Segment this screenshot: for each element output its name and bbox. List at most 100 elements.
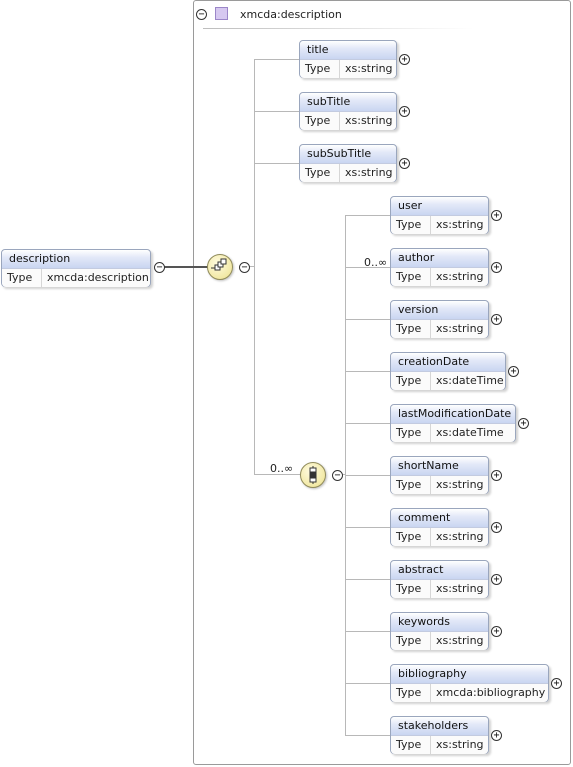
element-name: user (391, 197, 488, 216)
branch-creationdate (345, 371, 391, 372)
type-label: Type (391, 372, 431, 390)
expand-stakeholders-toggle[interactable]: + (491, 730, 502, 741)
branch-stakeholders (345, 735, 391, 736)
type-label: Type (391, 320, 431, 338)
branch-keywords (345, 631, 391, 632)
type-label: Type (391, 632, 431, 650)
root-element-description[interactable]: description Type xmcda:description (1, 249, 151, 287)
collapse-complex-type-toggle[interactable]: − (196, 9, 207, 20)
branch-bibliography (345, 683, 391, 684)
element-name: title (300, 41, 396, 60)
branch-user (345, 215, 391, 216)
sequence-compositor-icon[interactable] (207, 254, 233, 280)
element-name: shortName (391, 457, 488, 476)
expand-subsubtitle-toggle[interactable]: + (399, 158, 410, 169)
type-label: Type (391, 736, 431, 754)
root-connector (163, 266, 208, 268)
expand-version-toggle[interactable]: + (491, 314, 502, 325)
element-name: description (2, 250, 150, 269)
expand-author-toggle[interactable]: + (491, 262, 502, 273)
branch-subsubtitle (254, 163, 300, 164)
type-value: xs:string (436, 322, 484, 335)
sequence-trunk (254, 59, 255, 474)
element-name: abstract (391, 561, 488, 580)
element-name: creationDate (391, 353, 505, 372)
branch-subtitle (254, 111, 300, 112)
branch-shortname (345, 475, 391, 476)
expand-user-toggle[interactable]: + (491, 210, 502, 221)
branch-author (345, 267, 391, 268)
type-label: Type (391, 528, 431, 546)
branch-version (345, 319, 391, 320)
expand-subtitle-toggle[interactable]: + (399, 106, 410, 117)
element-name: keywords (391, 613, 488, 632)
expand-title-toggle[interactable]: + (399, 54, 410, 65)
type-label: Type (391, 580, 431, 598)
expand-comment-toggle[interactable]: + (491, 522, 502, 533)
type-label: Type (391, 684, 431, 702)
choice-stem (342, 474, 346, 475)
frame-divider (203, 28, 473, 29)
expand-keywords-toggle[interactable]: + (491, 626, 502, 637)
element-name: bibliography (391, 665, 548, 684)
type-value: xs:string (436, 530, 484, 543)
element-name: subSubTitle (300, 145, 396, 164)
element-name: author (391, 249, 488, 268)
type-value: xs:string (436, 582, 484, 595)
complex-type-title: xmcda:description (240, 8, 342, 21)
type-value: xs:string (436, 478, 484, 491)
type-label: Type (300, 164, 340, 182)
expand-shortname-toggle[interactable]: + (491, 470, 502, 481)
element-name: lastModificationDate (391, 405, 515, 424)
type-value: xs:string (436, 634, 484, 647)
choice-cardinality: 0..∞ (270, 462, 294, 475)
element-name: comment (391, 509, 488, 528)
collapse-root-toggle[interactable]: − (154, 262, 165, 273)
type-value: xs:string (345, 114, 393, 127)
type-label: Type (391, 268, 431, 286)
type-label: Type (300, 112, 340, 130)
type-label: Type (391, 216, 431, 234)
expand-creationdate-toggle[interactable]: + (508, 366, 519, 377)
type-label: Type (391, 476, 431, 494)
element-name: version (391, 301, 488, 320)
type-value: xs:dateTime (436, 374, 504, 387)
branch-choice (254, 474, 300, 475)
collapse-sequence-toggle[interactable]: − (239, 262, 250, 273)
element-name: subTitle (300, 93, 396, 112)
type-value: xmcda:description (47, 271, 149, 284)
type-value: xs:string (345, 62, 393, 75)
collapse-choice-toggle[interactable]: − (332, 470, 343, 481)
type-label: Type (2, 269, 42, 287)
element-name: stakeholders (391, 717, 488, 736)
type-value: xs:string (436, 270, 484, 283)
choice-compositor-icon[interactable] (300, 462, 326, 488)
expand-abstract-toggle[interactable]: + (491, 574, 502, 585)
type-label: Type (391, 424, 431, 442)
type-value: xs:string (436, 738, 484, 751)
sequence-stem (249, 266, 255, 267)
type-label: Type (300, 60, 340, 78)
branch-comment (345, 527, 391, 528)
type-value: xs:string (345, 166, 393, 179)
expand-lastmodificationdate-toggle[interactable]: + (518, 418, 529, 429)
branch-abstract (345, 579, 391, 580)
expand-bibliography-toggle[interactable]: + (551, 678, 562, 689)
branch-lastmodificationdate (345, 423, 391, 424)
cardinality-author: 0..∞ (364, 256, 388, 269)
type-value: xmcda:bibliography (436, 686, 546, 699)
